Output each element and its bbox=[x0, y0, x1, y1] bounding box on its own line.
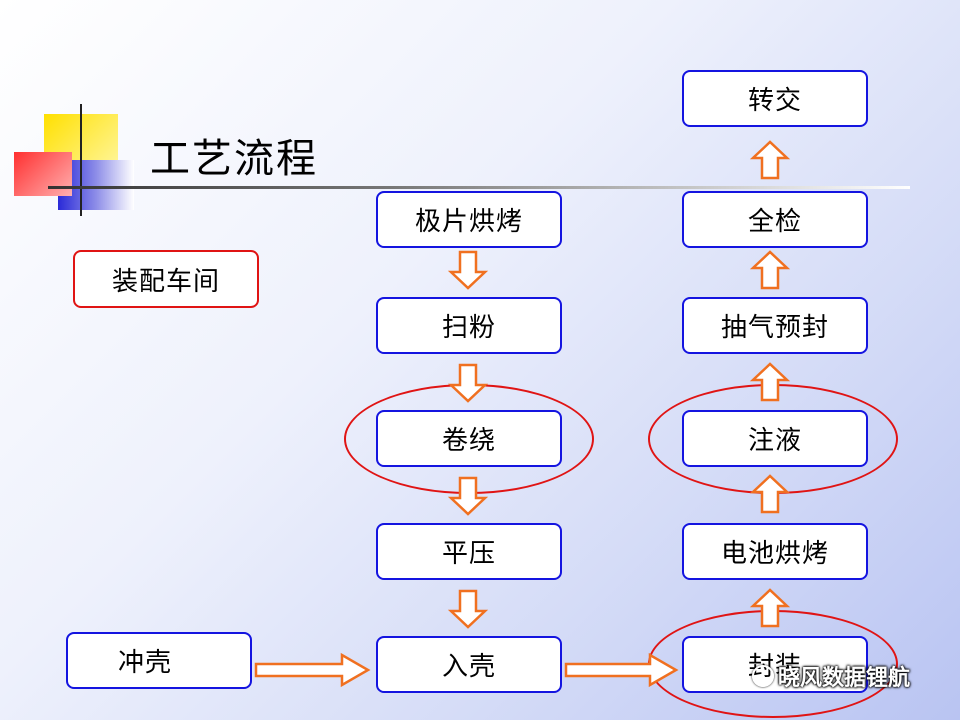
arrow-down-1 bbox=[447, 250, 489, 290]
step-shell-punching: 冲壳 bbox=[66, 632, 252, 689]
arrow-up-5 bbox=[749, 588, 791, 628]
decor-vertical-line bbox=[80, 104, 82, 216]
step-electrode-baking: 极片烘烤 bbox=[376, 191, 562, 248]
step-casing: 入壳 bbox=[376, 636, 562, 693]
arrow-up-4 bbox=[749, 474, 791, 514]
arrow-down-3 bbox=[447, 476, 489, 516]
step-flat-press: 平压 bbox=[376, 523, 562, 580]
step-powder-sweep: 扫粉 bbox=[376, 297, 562, 354]
title-underline bbox=[48, 186, 910, 189]
watermark-text: 晓风数据锂航 bbox=[778, 666, 911, 691]
arrow-down-4 bbox=[447, 589, 489, 629]
step-full-inspection: 全检 bbox=[682, 191, 868, 248]
wechat-icon bbox=[752, 665, 774, 687]
workshop-label: 装配车间 bbox=[73, 250, 259, 308]
arrow-up-1 bbox=[749, 140, 791, 180]
arrow-up-2 bbox=[749, 250, 791, 290]
arrow-right-2 bbox=[564, 652, 679, 688]
step-handover: 转交 bbox=[682, 70, 868, 127]
page-title: 工艺流程 bbox=[150, 136, 318, 182]
arrow-down-2 bbox=[447, 363, 489, 403]
step-battery-baking: 电池烘烤 bbox=[682, 523, 868, 580]
arrow-up-3 bbox=[749, 362, 791, 402]
step-vacuum-preseal: 抽气预封 bbox=[682, 297, 868, 354]
arrow-right-1 bbox=[254, 652, 371, 688]
watermark: 晓风数据锂航 bbox=[752, 660, 910, 692]
